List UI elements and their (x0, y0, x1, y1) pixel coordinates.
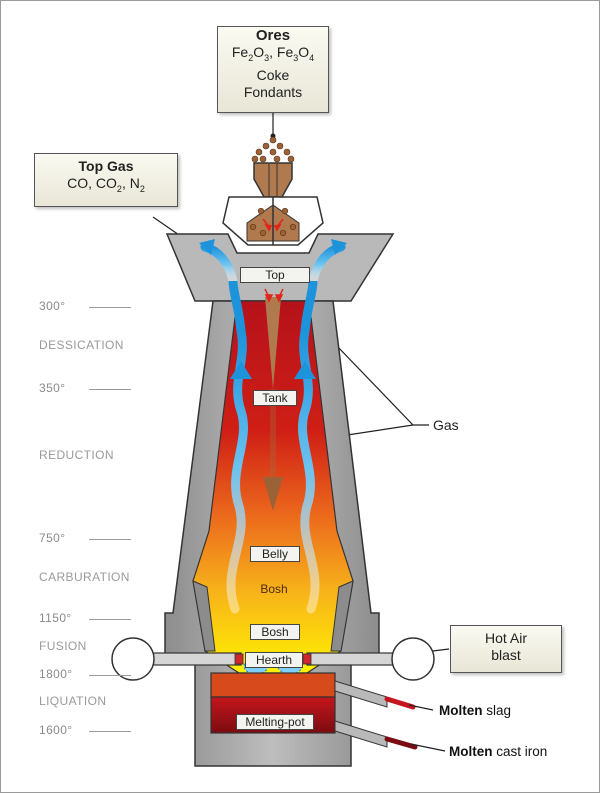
zone-name-reduction: REDUCTION (39, 448, 114, 462)
gas-arrowhead-right-lower (294, 361, 316, 379)
descent-arrows (264, 288, 284, 303)
gas-arrowhead-right-upper (331, 239, 347, 255)
zone-tick-350 (89, 389, 131, 390)
bosh-wall-left (192, 580, 216, 652)
zone-temp-750: 750° (39, 531, 66, 545)
zone-temp-1150: 1150° (39, 611, 72, 625)
zone-temp-1800: 1800° (39, 667, 73, 681)
hot-air-line2: blast (491, 647, 521, 663)
part-label-melting-pot: Melting-pot (236, 714, 314, 730)
zone-temp-350: 350° (39, 381, 66, 395)
charge-tip (263, 477, 283, 511)
charge-column (265, 297, 281, 389)
ores-title: Ores (255, 27, 291, 44)
part-label-hearth: Hearth (245, 652, 303, 668)
ores-line-coke: Coke (256, 66, 290, 83)
part-label-top: Top (240, 267, 310, 283)
top-gas-title: Top Gas (78, 158, 134, 174)
hopper-flow-arrows (262, 218, 284, 232)
gas-stream-right-top (300, 280, 318, 332)
output-molten-slag: Molten slag (439, 703, 512, 718)
part-label-bosh-lower: Bosh (250, 624, 300, 640)
zone-tick-1600 (89, 731, 131, 732)
hot-air-line1: Hot Air (484, 630, 527, 646)
iron-leader-line (410, 743, 446, 752)
ores-line-fondants: Fondants (243, 83, 303, 100)
zone-tick-1800 (89, 675, 131, 676)
part-label-belly: Belly (250, 546, 300, 562)
slag-taphole (334, 680, 416, 710)
charge-pellets (249, 136, 297, 237)
charging-hopper (222, 162, 324, 246)
zone-name-carburation: CARBURATION (39, 570, 130, 584)
zone-name-fusion: FUSION (39, 639, 87, 653)
iron-taphole (334, 720, 418, 750)
zone-name-liquation: LIQUATION (39, 694, 107, 708)
zone-temp-1600: 1600° (39, 723, 73, 737)
hot-air-pipes (111, 637, 435, 681)
gas-stream-left-top (228, 280, 246, 332)
melting-pot (210, 672, 336, 734)
zone-tick-300 (89, 307, 131, 308)
ores-callout: Ores Fe2O3, Fe3O4 Coke Fondants (217, 26, 329, 113)
zone-tick-750 (89, 539, 131, 540)
zone-temp-300: 300° (39, 299, 66, 313)
part-label-tank: Tank (253, 390, 297, 406)
gas-label: Gas (433, 417, 459, 433)
zone-tick-1150 (89, 619, 131, 620)
hot-air-callout: Hot Air blast (450, 625, 562, 673)
gas-arrowhead-left-upper (199, 239, 215, 255)
gas-arrowhead-left-lower (230, 361, 252, 379)
slag-leader-line (408, 704, 434, 711)
top-gas-formula: CO, CO2, N2 (67, 175, 145, 194)
ores-formula: Fe2O3, Fe3O4 (231, 44, 315, 63)
zone-name-dessication: DESSICATION (39, 338, 124, 352)
part-label-bosh-upper: Bosh (260, 582, 288, 596)
top-gas-callout: Top Gas CO, CO2, N2 (34, 153, 178, 207)
bosh-wall-right (330, 580, 354, 652)
output-molten-cast-iron: Molten cast iron (449, 744, 548, 759)
